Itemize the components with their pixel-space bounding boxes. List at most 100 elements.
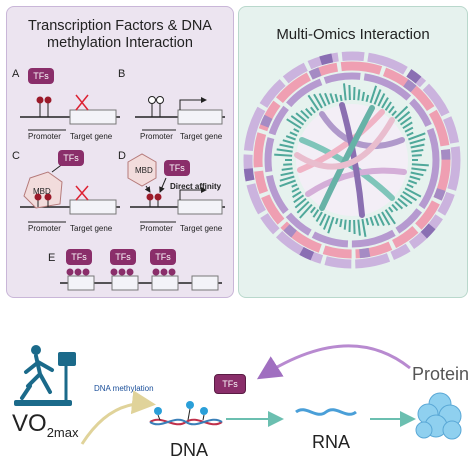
- circos-histogram-bar: [329, 93, 335, 104]
- circos-histogram-bar: [365, 94, 370, 103]
- circos-histogram-bar: [388, 105, 395, 114]
- circos-histogram-bar: [279, 143, 294, 149]
- circos-histogram-bar: [286, 118, 302, 130]
- circos-histogram-bar: [293, 128, 300, 133]
- target-gene-label-c: Target gene: [70, 224, 113, 233]
- promoter-label-d: Promoter: [140, 224, 173, 233]
- tfs-badge-c: TFs: [58, 150, 84, 166]
- circos-histogram-bar: [408, 179, 418, 185]
- circos-histogram-bar: [377, 213, 385, 227]
- circos-histogram-bar: [377, 93, 386, 107]
- right-panel-title: Multi-Omics Interaction: [276, 26, 430, 43]
- tfs-badge-e3: TFs: [150, 249, 176, 265]
- protein-label: Protein: [412, 364, 470, 384]
- promoter-label-a: Promoter: [28, 132, 61, 141]
- circos-histogram-bar: [322, 215, 331, 230]
- circos-histogram-bar: [399, 194, 413, 205]
- panel-e-diagram: [60, 268, 222, 291]
- left-panel-title: Transcription Factors & DNA methylation …: [6, 18, 234, 52]
- mbd-label-d: MBD: [135, 166, 153, 175]
- panel-b-label: B: [118, 68, 126, 80]
- circos-histogram-bar: [373, 89, 382, 105]
- circos-histogram-bar: [335, 217, 339, 225]
- vo2-to-methylation-arrow: [80, 390, 156, 445]
- circos-histogram-bar: [291, 183, 298, 188]
- circos-histogram-bar: [318, 93, 327, 107]
- target-gene-label-b: Target gene: [180, 132, 223, 141]
- circos-histogram-bar: [276, 148, 293, 153]
- circos-histogram-bar: [365, 217, 370, 226]
- circos-histogram-bar: [310, 106, 316, 114]
- circos-histogram-bar: [292, 190, 302, 198]
- panel-d-label: D: [118, 150, 126, 162]
- left-title-line2: methylation Interaction: [47, 35, 193, 51]
- direct-affinity-label: Direct affinity: [170, 182, 222, 191]
- circos-histogram-bar: [388, 206, 394, 213]
- circos-histogram-bar: [409, 138, 426, 145]
- circos-histogram-bar: [324, 92, 331, 105]
- circos-histogram-bar: [312, 209, 320, 218]
- circos-histogram-bar: [357, 89, 361, 101]
- circos-histogram-bar: [307, 94, 320, 111]
- circos-histogram-bar: [373, 215, 380, 227]
- circos-histogram-bar: [402, 190, 418, 202]
- circos-histogram-bar: [280, 171, 294, 177]
- circos-histogram-bar: [397, 197, 408, 208]
- left-title-line1: Transcription Factors & DNA: [28, 18, 212, 34]
- panel-c-label: C: [12, 150, 20, 162]
- circos-histogram-bar: [294, 197, 307, 209]
- circos-histogram-bar: [274, 153, 293, 157]
- circos-histogram-bar: [402, 121, 413, 130]
- dna-label: DNA: [170, 440, 209, 460]
- circos-histogram-bar: [361, 218, 367, 237]
- circos-histogram-bar: [279, 179, 296, 188]
- target-gene-label-d: Target gene: [180, 224, 223, 233]
- protein-to-tfs-arrow: [256, 344, 411, 380]
- circos-histogram-bar: [305, 108, 313, 117]
- circos-histogram-bar: [381, 211, 391, 226]
- circos-histogram-bar: [357, 219, 361, 236]
- circos-histogram-bar: [394, 105, 409, 120]
- circos-histogram-bar: [299, 203, 313, 219]
- dna-methylation-label: DNA methylation: [94, 384, 154, 393]
- circos-plot: [243, 51, 461, 269]
- rna-strand-icon: [295, 408, 357, 416]
- tfs-badge-e1: TFs: [66, 249, 92, 265]
- circos-histogram-bar: [391, 203, 399, 212]
- circos-histogram-bar: [281, 167, 293, 171]
- circos-histogram-bar: [369, 85, 378, 104]
- circos-histogram-bar: [279, 175, 295, 182]
- circos-histogram-bar: [406, 183, 414, 189]
- circos-histogram-bar: [394, 200, 404, 210]
- panel-d-diagram: [127, 153, 225, 223]
- circos-histogram-bar: [411, 167, 427, 172]
- panel-a-diagram: [20, 94, 120, 131]
- circos-histogram-bar: [411, 163, 429, 167]
- circos-histogram-bar: [397, 111, 411, 123]
- dna-helix-icon: [149, 401, 223, 426]
- mbd-label-c: MBD: [33, 187, 51, 196]
- treadmill-runner-icon: [14, 345, 76, 406]
- circos-histogram-bar: [410, 171, 424, 177]
- circos-histogram-bar: [310, 206, 316, 214]
- circos-histogram-bar: [319, 213, 327, 227]
- tfs-badge-a: TFs: [28, 68, 54, 84]
- tfs-badge-bottom: TFs: [214, 374, 246, 394]
- circos-histogram-bar: [296, 200, 310, 214]
- circos-histogram-bar: [290, 115, 305, 126]
- circos-histogram-bar: [353, 219, 356, 235]
- circos-histogram-bar: [361, 91, 365, 102]
- panel-a-label: A: [12, 68, 20, 80]
- circos-histogram-bar: [300, 109, 310, 120]
- circos-histogram-bar: [315, 211, 323, 223]
- circos-histogram-bar: [404, 126, 414, 133]
- tfs-badge-d: TFs: [164, 160, 190, 176]
- circos-histogram-bar: [293, 194, 305, 204]
- circos-histogram-bar: [343, 219, 347, 230]
- circos-histogram-bar: [283, 163, 293, 166]
- circos-histogram-bar: [408, 132, 426, 141]
- panel-b-diagram: [135, 96, 225, 131]
- circos-histogram-bar: [410, 143, 425, 149]
- circos-histogram-bar: [411, 154, 422, 157]
